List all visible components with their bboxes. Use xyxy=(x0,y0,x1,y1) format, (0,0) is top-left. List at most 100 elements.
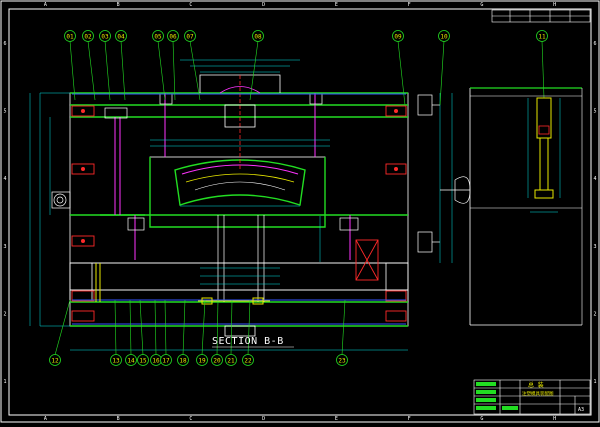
balloon-leader xyxy=(172,40,176,101)
balloon-number: 21 xyxy=(227,357,235,364)
balloon-circle xyxy=(137,354,149,366)
balloon-number: 04 xyxy=(117,33,125,40)
spacer-block-left xyxy=(69,262,93,303)
a-plate xyxy=(69,116,409,216)
balloon-circle xyxy=(184,30,196,42)
title-block-code: A3 xyxy=(578,407,584,413)
revision-table xyxy=(491,9,591,23)
balloon-leader xyxy=(230,299,233,356)
inner-frame xyxy=(8,8,592,416)
balloon-circle xyxy=(160,354,172,366)
balloon-number: 23 xyxy=(338,357,346,364)
support-plate xyxy=(69,262,409,291)
border-column-label: H xyxy=(553,416,556,422)
balloon-number: 10 xyxy=(440,33,448,40)
cooling-right-upper xyxy=(385,105,407,117)
border-column-label: D xyxy=(262,416,265,422)
balloon-leader xyxy=(216,299,219,356)
balloon-number: 05 xyxy=(154,33,162,40)
balloon-leader xyxy=(541,40,545,99)
cooling-right-mid xyxy=(385,163,407,175)
cooling-left-upper xyxy=(71,105,95,117)
balloon-leaders xyxy=(54,40,545,356)
top-clamp-plate xyxy=(69,92,409,106)
balloon-circle xyxy=(252,30,264,42)
cooling-left-mid xyxy=(71,163,95,175)
border-row-label: 3 xyxy=(593,244,596,250)
border-row-label: 6 xyxy=(3,41,6,47)
balloon-leader xyxy=(439,40,445,106)
section-label: SECTION B-B xyxy=(212,336,284,347)
border-column-label: A xyxy=(44,2,47,8)
border-column-label: B xyxy=(117,416,120,422)
border-column-label: C xyxy=(189,2,192,8)
balloon-leader xyxy=(69,40,76,101)
border-row-label: 1 xyxy=(593,379,596,385)
runner-stripper-plate xyxy=(69,104,409,118)
balloon-circle xyxy=(115,30,127,42)
border-column-label: H xyxy=(553,2,556,8)
border-column-label: F xyxy=(408,2,411,8)
title-block-title: 总 装 xyxy=(528,381,544,389)
balloon-number: 20 xyxy=(213,357,221,364)
balloon-number: 11 xyxy=(538,33,546,40)
balloon-circle xyxy=(99,30,111,42)
balloon-circle xyxy=(536,30,548,42)
balloon-circle xyxy=(242,354,254,366)
balloon-leader xyxy=(54,299,71,356)
border-row-label: 1 xyxy=(3,379,6,385)
balloon-leader xyxy=(189,40,201,101)
balloon-number: 18 xyxy=(179,357,187,364)
balloon-number: 12 xyxy=(51,357,59,364)
dimension-lines xyxy=(29,59,453,351)
title-block: 总 装 注塑模具装配图 A3 xyxy=(473,379,591,415)
balloon-number: 22 xyxy=(244,357,252,364)
balloon-circle xyxy=(196,354,208,366)
balloon-circle xyxy=(152,30,164,42)
balloon-leader xyxy=(114,299,117,356)
balloon-circle xyxy=(336,354,348,366)
balloon-number: 02 xyxy=(84,33,92,40)
border-row-label: 4 xyxy=(3,176,6,182)
border-row-label: 2 xyxy=(3,312,6,318)
balloon-number: 17 xyxy=(162,357,170,364)
border-row-label: 4 xyxy=(593,176,596,182)
cooling-left-low xyxy=(71,235,95,247)
balloon-circle xyxy=(82,30,94,42)
balloon-leader xyxy=(164,299,167,356)
border-column-label: G xyxy=(480,416,483,422)
balloon-number: 01 xyxy=(66,33,74,40)
balloon-circle xyxy=(167,30,179,42)
balloon-number: 14 xyxy=(127,357,135,364)
border-column-label: A xyxy=(44,416,47,422)
border-row-label: 3 xyxy=(3,244,6,250)
balloon-number: 19 xyxy=(198,357,206,364)
balloon-number: 08 xyxy=(254,33,262,40)
b-plate xyxy=(69,214,409,264)
border-column-label: C xyxy=(189,416,192,422)
balloon-leader xyxy=(129,299,132,356)
balloon-circle xyxy=(392,30,404,42)
balloon-leader xyxy=(201,299,206,356)
border-row-label: 6 xyxy=(593,41,596,47)
border-column-label: E xyxy=(335,2,338,8)
water-fitting-left xyxy=(51,191,71,209)
main-section-view xyxy=(51,74,440,337)
border-column-label: D xyxy=(262,2,265,8)
border-column-label: G xyxy=(480,2,483,8)
balloon-leader xyxy=(139,299,144,356)
balloon-number: 07 xyxy=(186,33,194,40)
border-row-label: 2 xyxy=(593,312,596,318)
balloon-circle xyxy=(125,354,137,366)
spacer-block-right xyxy=(385,262,409,303)
balloon-number: 03 xyxy=(101,33,109,40)
balloon-leader xyxy=(249,40,259,101)
balloon-number: 16 xyxy=(152,357,160,364)
balloon-leader xyxy=(182,299,186,356)
